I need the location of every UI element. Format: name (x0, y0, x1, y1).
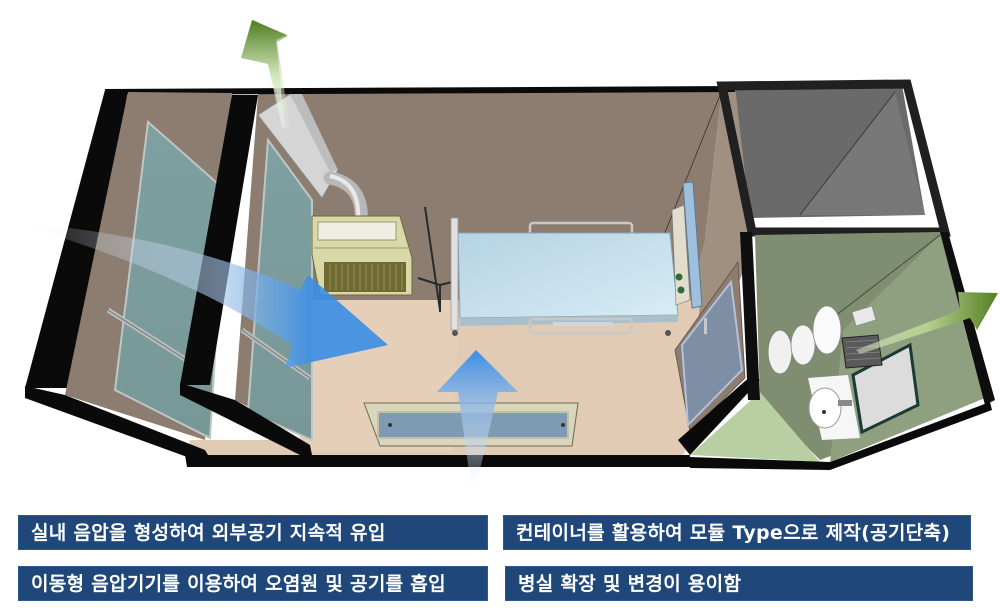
medical-gas-headwall (671, 181, 703, 309)
iv-pole (417, 206, 453, 312)
caption-negative-pressure-inflow: 실내 음압을 형성하여 외부공기 지속적 유입 (18, 515, 488, 550)
exhaust-arrow-top (241, 20, 290, 128)
washbasin (808, 375, 860, 440)
intake-arrow-bottom (437, 350, 518, 500)
exhaust-arrow-right (856, 292, 998, 354)
isolation-room-illustration (10, 20, 998, 500)
mirror (851, 342, 920, 435)
caption-container-modular-type: 컨테이너를 활용하여 모듈 Type으로 제작(공기단축) (503, 515, 971, 550)
caption-easy-expansion: 병실 확장 및 변경이 용이함 (505, 566, 973, 601)
caption-portable-negative-pressure-device: 이동형 음압기기를 이용하여 오염원 및 공기를 흡입 (18, 566, 488, 601)
intake-arrow-left (10, 222, 388, 368)
toilet (767, 305, 842, 375)
portable-negative-pressure-unit (311, 215, 413, 296)
interior-door (674, 260, 760, 455)
hospital-bed (450, 217, 679, 336)
exterior-double-doors (25, 90, 313, 458)
anteroom (716, 79, 951, 237)
